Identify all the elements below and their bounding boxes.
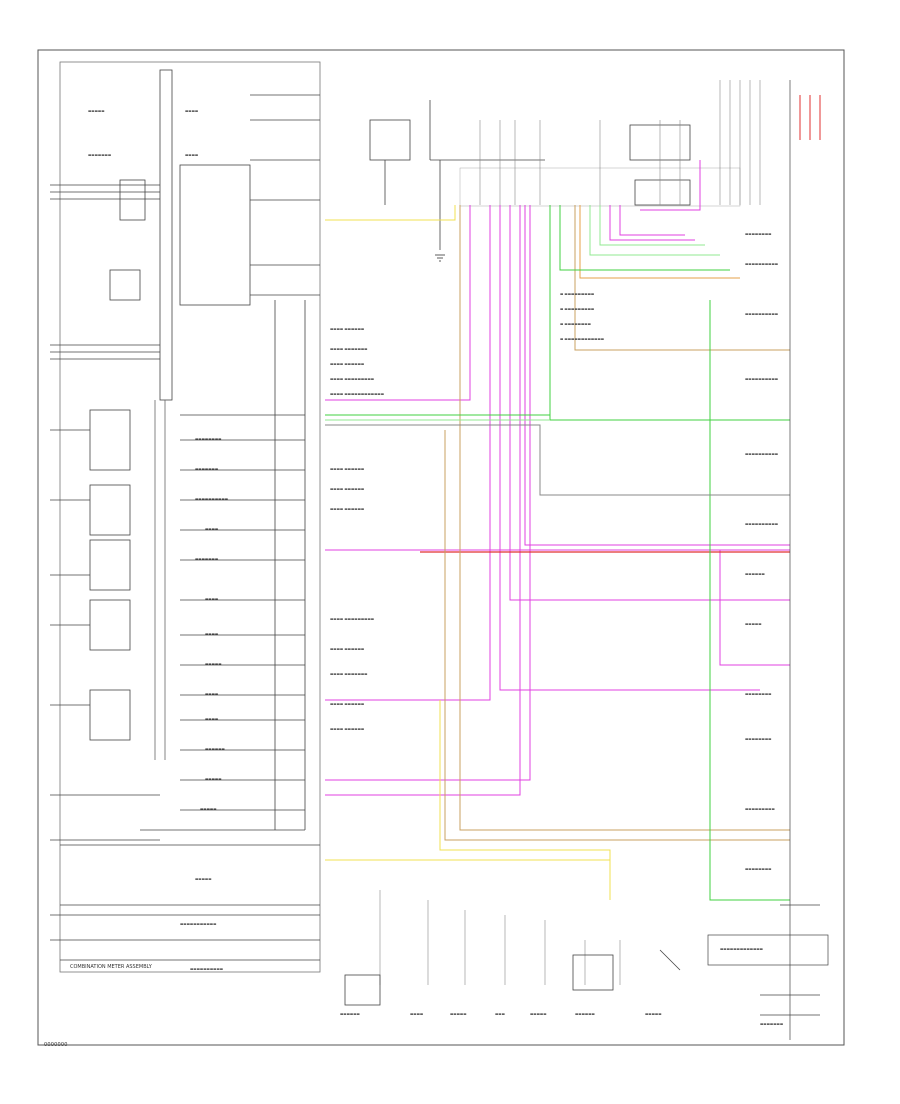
svg-text:▬ ▬▬▬▬▬▬▬▬▬: ▬ ▬▬▬▬▬▬▬▬▬ — [560, 307, 594, 311]
lamp-label-8: ▬▬▬▬▬ — [205, 662, 222, 666]
svg-text:▬▬▬▬ ▬▬▬▬▬▬: ▬▬▬▬ ▬▬▬▬▬▬ — [330, 327, 364, 331]
svg-text:▬▬▬▬▬▬▬▬: ▬▬▬▬▬▬▬▬ — [745, 737, 771, 741]
lamp-label-1: ▬▬▬▬▬▬▬▬ — [195, 437, 221, 441]
meter-assembly-box — [59, 61, 321, 973]
lamp-label-4: ▬▬▬▬ — [205, 527, 218, 531]
svg-text:▬▬▬▬▬▬▬▬▬▬: ▬▬▬▬▬▬▬▬▬▬ — [745, 312, 778, 316]
svg-text:▬▬▬▬▬▬▬▬: ▬▬▬▬▬▬▬▬ — [745, 232, 771, 236]
lamp-label-9: ▬▬▬▬ — [205, 692, 218, 696]
svg-text:▬▬▬▬ ▬▬▬▬▬▬▬▬▬: ▬▬▬▬ ▬▬▬▬▬▬▬▬▬ — [330, 617, 374, 621]
svg-text:▬▬▬▬ ▬▬▬▬▬▬: ▬▬▬▬ ▬▬▬▬▬▬ — [330, 702, 364, 706]
lamp-label-7: ▬▬▬▬ — [205, 632, 218, 636]
right-column-labels: ▬▬▬▬▬▬▬▬ ▬▬▬▬▬▬▬▬▬▬ ▬▬▬▬▬▬▬▬▬▬ ▬▬▬▬▬▬▬▬▬… — [720, 232, 783, 1026]
lamp-label-14: ▬▬▬▬▬ — [195, 877, 212, 881]
svg-text:▬▬▬▬▬: ▬▬▬▬▬ — [645, 1012, 662, 1016]
lamp-label-6: ▬▬▬▬ — [205, 597, 218, 601]
svg-text:▬ ▬▬▬▬▬▬▬▬: ▬ ▬▬▬▬▬▬▬▬ — [560, 322, 591, 326]
svg-text:▬▬▬▬ ▬▬▬▬▬▬▬▬▬: ▬▬▬▬ ▬▬▬▬▬▬▬▬▬ — [330, 377, 374, 381]
svg-text:▬▬▬▬▬▬▬: ▬▬▬▬▬▬▬ — [760, 1022, 783, 1026]
lamp-label-11: ▬▬▬▬▬▬ — [205, 747, 225, 751]
svg-text:▬ ▬▬▬▬▬▬▬▬▬: ▬ ▬▬▬▬▬▬▬▬▬ — [560, 292, 594, 296]
right-components — [707, 80, 829, 1040]
svg-text:▬▬▬▬: ▬▬▬▬ — [410, 1012, 423, 1016]
lamp-label-15: ▬▬▬▬▬▬▬▬▬▬▬ — [180, 922, 216, 926]
svg-text:▬▬▬: ▬▬▬ — [495, 1012, 505, 1016]
svg-text:▬▬▬▬▬▬▬▬: ▬▬▬▬▬▬▬▬ — [745, 692, 771, 696]
footer-code: 0000000 — [44, 1042, 68, 1048]
lamp-label-16: ▬▬▬▬▬▬▬▬▬▬ — [190, 967, 223, 971]
svg-text:▬▬▬▬▬▬: ▬▬▬▬▬▬ — [340, 1012, 360, 1016]
svg-text:▬▬▬▬ ▬▬▬▬▬▬▬▬▬▬▬▬: ▬▬▬▬ ▬▬▬▬▬▬▬▬▬▬▬▬ — [330, 392, 384, 396]
bottom-labels: ▬▬▬▬▬▬ ▬▬▬▬ ▬▬▬▬▬ ▬▬▬ ▬▬▬▬▬ ▬▬▬▬▬▬ ▬▬▬▬▬ — [340, 1012, 662, 1016]
svg-text:▬▬▬▬▬▬▬▬▬▬▬▬▬: ▬▬▬▬▬▬▬▬▬▬▬▬▬ — [720, 947, 763, 951]
svg-text:▬▬▬▬ ▬▬▬▬▬▬: ▬▬▬▬ ▬▬▬▬▬▬ — [330, 647, 364, 651]
lamp-label-10: ▬▬▬▬ — [205, 717, 218, 721]
diagram-frame — [37, 49, 845, 1046]
svg-text:▬▬▬▬ ▬▬▬▬▬▬▬: ▬▬▬▬ ▬▬▬▬▬▬▬ — [330, 672, 368, 676]
cluster-labels: ▬▬▬▬▬ ▬▬▬▬▬▬▬ ▬▬▬▬ ▬▬▬▬ ▬▬▬▬▬▬▬▬ ▬▬▬▬▬▬▬… — [88, 109, 228, 971]
svg-text:▬▬▬▬▬▬▬▬▬▬: ▬▬▬▬▬▬▬▬▬▬ — [745, 262, 778, 266]
gray-wire-bundle — [379, 80, 761, 985]
svg-text:▬▬▬▬▬: ▬▬▬▬▬ — [450, 1012, 467, 1016]
svg-text:▬▬▬▬▬▬▬▬▬▬: ▬▬▬▬▬▬▬▬▬▬ — [745, 377, 778, 381]
lamp-label-5: ▬▬▬▬▬▬▬ — [195, 557, 218, 561]
svg-text:▬▬▬▬ ▬▬▬▬▬▬: ▬▬▬▬ ▬▬▬▬▬▬ — [330, 487, 364, 491]
lamp-label-13: ▬▬▬▬▬ — [200, 807, 217, 811]
svg-text:▬▬▬▬▬: ▬▬▬▬▬ — [745, 622, 762, 626]
svg-text:▬▬▬▬ ▬▬▬▬▬▬: ▬▬▬▬ ▬▬▬▬▬▬ — [330, 727, 364, 731]
fuel-gauge-label: ▬▬▬▬ — [185, 109, 198, 113]
svg-text:▬▬▬▬ ▬▬▬▬▬▬▬: ▬▬▬▬ ▬▬▬▬▬▬▬ — [330, 347, 368, 351]
lamp-label-2: ▬▬▬▬▬▬▬ — [195, 467, 218, 471]
svg-text:▬▬▬▬▬▬▬▬▬▬: ▬▬▬▬▬▬▬▬▬▬ — [745, 452, 778, 456]
svg-text:▬▬▬▬▬▬▬▬▬▬: ▬▬▬▬▬▬▬▬▬▬ — [745, 522, 778, 526]
tachometer-label: ▬▬▬▬▬ — [88, 109, 105, 113]
bottom-components — [344, 949, 681, 1006]
svg-text:▬ ▬▬▬▬▬▬▬▬▬▬▬▬: ▬ ▬▬▬▬▬▬▬▬▬▬▬▬ — [560, 337, 604, 341]
ground-icon — [435, 254, 445, 262]
svg-text:▬▬▬▬ ▬▬▬▬▬▬: ▬▬▬▬ ▬▬▬▬▬▬ — [330, 467, 364, 471]
svg-text:▬▬▬▬▬: ▬▬▬▬▬ — [530, 1012, 547, 1016]
colored-wires — [325, 95, 821, 901]
lamp-label-3: ▬▬▬▬▬▬▬▬▬▬ — [195, 497, 228, 501]
lamp-label-12: ▬▬▬▬▬ — [205, 777, 222, 781]
combination-meter-cluster — [50, 61, 321, 973]
svg-text:▬▬▬▬▬▬: ▬▬▬▬▬▬ — [745, 572, 765, 576]
connector-list-labels: ▬▬▬▬ ▬▬▬▬▬▬ ▬▬▬▬ ▬▬▬▬▬▬▬ ▬▬▬▬ ▬▬▬▬▬▬ ▬▬▬… — [330, 292, 604, 731]
cluster-bottom-label: COMBINATION METER ASSEMBLY — [70, 964, 153, 970]
svg-text:▬▬▬▬ ▬▬▬▬▬▬: ▬▬▬▬ ▬▬▬▬▬▬ — [330, 362, 364, 366]
svg-text:▬▬▬▬▬▬▬▬: ▬▬▬▬▬▬▬▬ — [745, 867, 771, 871]
speedometer-label: ▬▬▬▬▬▬▬ — [88, 153, 111, 157]
svg-text:▬▬▬▬ ▬▬▬▬▬▬: ▬▬▬▬ ▬▬▬▬▬▬ — [330, 507, 364, 511]
temp-gauge-label: ▬▬▬▬ — [185, 153, 198, 157]
svg-text:▬▬▬▬▬▬▬▬▬: ▬▬▬▬▬▬▬▬▬ — [745, 807, 775, 811]
svg-text:▬▬▬▬▬▬: ▬▬▬▬▬▬ — [575, 1012, 595, 1016]
